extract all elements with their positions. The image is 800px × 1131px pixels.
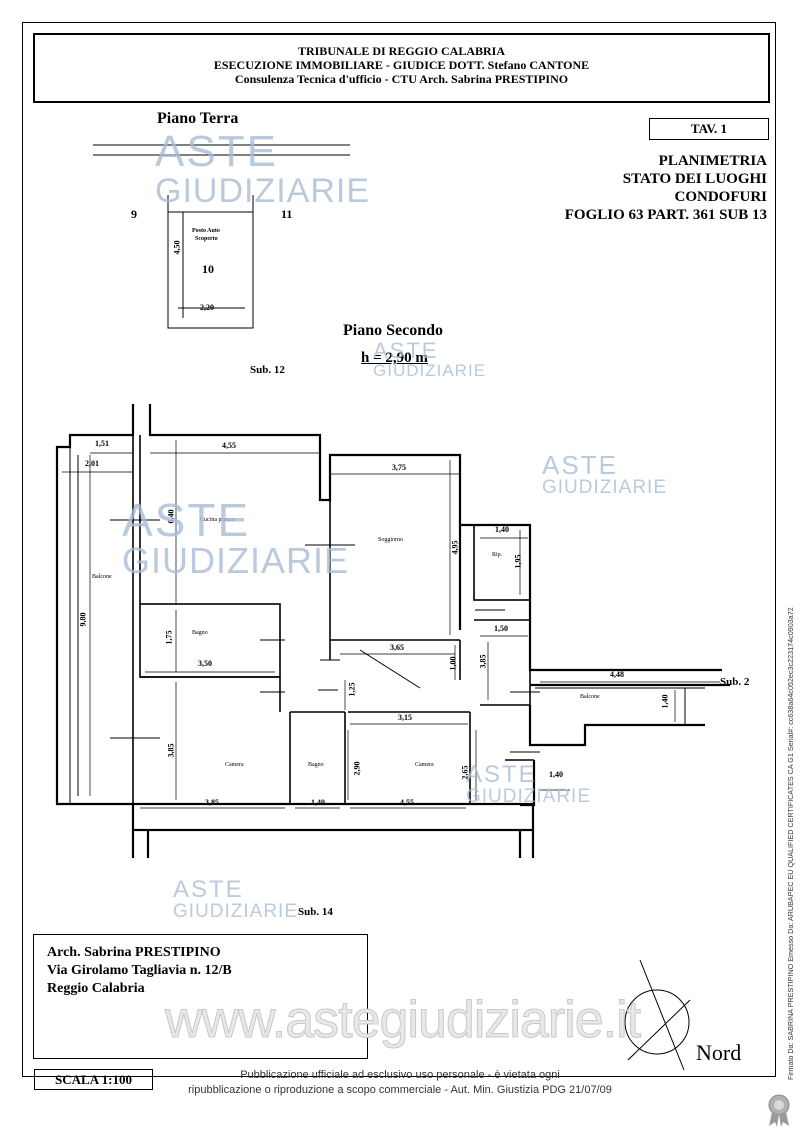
piano-secondo-height: h = 2,90 m	[361, 350, 428, 366]
dim-365: 3,65	[390, 643, 404, 652]
room-rip: Rip.	[492, 552, 503, 558]
room-camera-2: Camera	[415, 762, 434, 768]
watermark-4: ASTE GIUDIZIARIE	[122, 494, 350, 581]
publication-line-2: ripubblicazione o riproduzione a scopo c…	[188, 1084, 612, 1096]
dim-140-balc: 1,40	[660, 694, 670, 709]
address-line-2: Via Girolamo Tagliavia n. 12/B	[47, 963, 232, 978]
dim-140-rip: 1,40	[495, 525, 509, 534]
room-soggiorno: Soggiorno	[378, 537, 404, 543]
publication-notice: Pubblicazione ufficiale ad esclusivo uso…	[160, 1068, 640, 1098]
header-line-3: Consulenza Tecnica d'ufficio - CTU Arch.…	[234, 72, 569, 86]
dim-385-v: 3,85	[478, 654, 488, 669]
address-box: Arch. Sabrina PRESTIPINO Via Girolamo Ta…	[33, 934, 368, 1059]
lot-center-label: 10	[202, 262, 214, 276]
dim-448: 4,48	[610, 670, 624, 679]
dim-150: 1,50	[494, 624, 508, 633]
publication-line-1: Pubblicazione ufficiale ad esclusivo uso…	[240, 1069, 560, 1081]
watermark-5: ASTE GIUDIZIARIE	[466, 761, 592, 807]
page-frame	[22, 22, 776, 1077]
posto-auto-label-2: Scoperto	[195, 236, 218, 242]
room-balcone-right: Balcone	[580, 694, 600, 700]
title-line-2: STATO DEI LUOGHI	[622, 171, 767, 187]
room-balcone-left: Balcone	[92, 574, 112, 580]
title-line-3: CONDOFURI	[674, 189, 768, 205]
dim-175: 1,75	[164, 630, 174, 645]
dim-140-right: 1,40	[549, 770, 563, 779]
dim-375: 3,75	[392, 463, 406, 472]
tav-label: TAV. 1	[649, 118, 769, 140]
north-label: Nord	[696, 1040, 742, 1065]
dim-125: 1,25	[347, 682, 357, 697]
dim-385-bottom: 3,85	[205, 798, 219, 807]
dim-455-top: 4,55	[222, 441, 236, 450]
header-line-1: TRIBUNALE DI REGGIO CALABRIA	[297, 44, 506, 58]
address-line-3: Reggio Calabria	[47, 981, 145, 996]
room-bagno-1: Bagno	[192, 630, 208, 636]
dim-385-left: 3,85	[166, 743, 176, 758]
dim-455-bottom: 4,55	[400, 798, 414, 807]
room-cucina: Cucina pranzo	[200, 517, 235, 523]
dim-posto-vertical: 4,50	[172, 240, 182, 255]
scale-label: SCALA 1:100	[34, 1069, 153, 1090]
header-line-2: ESECUZIONE IMMOBILIARE - GIUDICE DOTT. S…	[213, 58, 590, 72]
address-line-1: Arch. Sabrina PRESTIPINO	[47, 945, 221, 960]
piano-terra-heading: Piano Terra	[157, 110, 239, 127]
dim-201: 2,01	[85, 459, 99, 468]
watermark-2: ASTE GIUDIZIARIE	[373, 338, 487, 380]
room-bagno-2: Bagno	[308, 762, 324, 768]
room-camera-1: Camera	[225, 762, 244, 768]
title-line-1: PLANIMETRIA	[658, 153, 767, 169]
signature-side-text: Firmato Da: SABRINA PRESTIPINO Emesso Da…	[786, 607, 795, 1080]
posto-auto-label-1: Posto Auto	[192, 228, 220, 234]
dim-315: 3,15	[398, 713, 412, 722]
website-watermark: www.astegiudiziarie.it	[164, 991, 641, 1050]
dim-140-bottom: 1,40	[311, 798, 325, 807]
watermark-3: ASTE GIUDIZIARIE	[542, 450, 668, 498]
dim-195: 1,95	[513, 554, 523, 569]
dim-350: 3,50	[198, 659, 212, 668]
header-box: TRIBUNALE DI REGGIO CALABRIA ESECUZIONE …	[33, 33, 770, 103]
piano-secondo-heading: Piano Secondo	[343, 322, 444, 339]
dim-495: 4,95	[450, 540, 460, 555]
watermark-6: ASTE GIUDIZIARIE	[173, 876, 299, 922]
seal-icon	[768, 1094, 790, 1127]
dim-100: 1,00	[448, 656, 458, 671]
dim-290: 2,90	[352, 761, 362, 776]
title-line-4: FOGLIO 63 PART. 361 SUB 13	[564, 207, 767, 223]
dim-posto-horizontal: 2,20	[200, 303, 214, 312]
dim-980: 9,80	[78, 612, 88, 627]
watermark-1: ASTE GIUDIZIARIE	[155, 127, 371, 210]
title-block: PLANIMETRIA STATO DEI LUOGHI CONDOFURI F…	[565, 152, 767, 224]
lot-left-label: 9	[131, 207, 137, 221]
dim-151: 1,51	[95, 439, 109, 448]
sub-top-label: Sub. 12	[250, 364, 285, 376]
lot-right-label: 11	[281, 207, 293, 221]
sub-right-label: Sub. 2	[720, 676, 750, 688]
sub-bottom-label: Sub. 14	[298, 906, 333, 918]
